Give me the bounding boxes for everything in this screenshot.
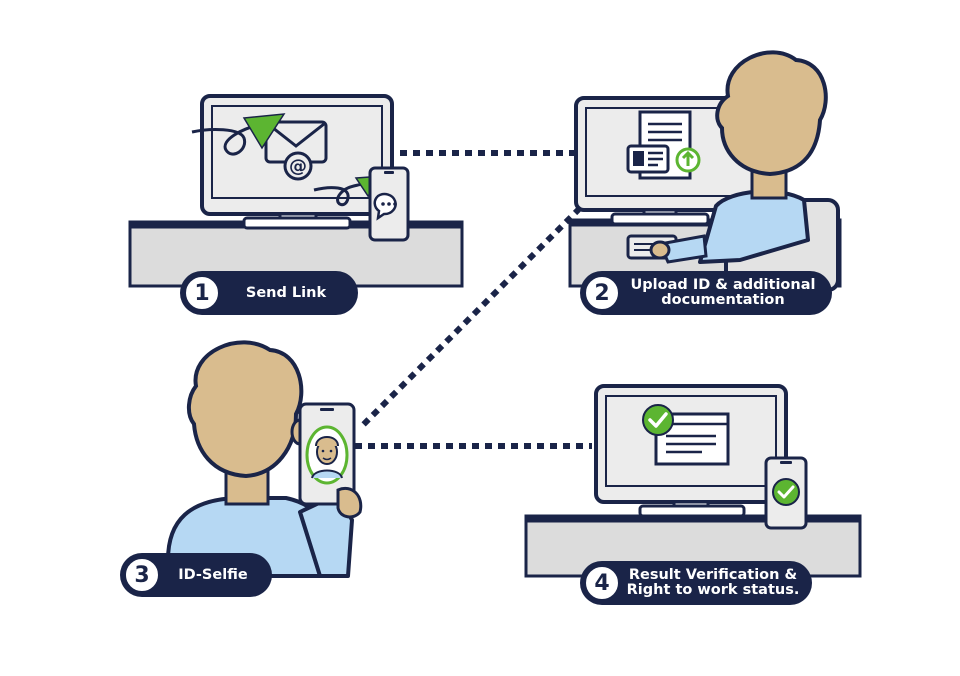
connector-lines bbox=[355, 150, 592, 449]
step-2-number: 2 bbox=[583, 274, 621, 312]
step-3-number: 3 bbox=[123, 556, 161, 594]
step-1-text: Send Link bbox=[245, 284, 327, 301]
chat-icon bbox=[373, 192, 397, 221]
step-2-text: Upload ID & additional documentation bbox=[626, 271, 820, 315]
step-1-number: 1 bbox=[183, 274, 221, 312]
step-3-text: ID-Selfie bbox=[178, 566, 248, 583]
step-2-illustration bbox=[568, 50, 842, 292]
step-1-illustration: @ bbox=[128, 94, 464, 288]
step-4-illustration bbox=[524, 384, 862, 578]
step-2-label: 2 Upload ID & additional documentation bbox=[580, 271, 832, 315]
email-icon: @ bbox=[264, 120, 328, 181]
step-4-label: 4 Result Verification & Right to work st… bbox=[580, 561, 812, 605]
checkmark-icon bbox=[642, 404, 674, 436]
step-4-number: 4 bbox=[583, 564, 621, 602]
step-1-label: 1 Send Link bbox=[180, 271, 358, 315]
upload-icon bbox=[675, 147, 701, 173]
face-icon bbox=[305, 425, 349, 485]
phone-1 bbox=[368, 166, 410, 242]
step-4-text-line2: Right to work status. bbox=[626, 582, 800, 598]
svg-text:@: @ bbox=[289, 156, 307, 177]
step-3-illustration bbox=[166, 340, 363, 578]
step-2-text-line1: Upload ID & additional bbox=[630, 277, 816, 293]
id-card-icon bbox=[626, 144, 670, 174]
checkmark-icon-phone bbox=[772, 478, 800, 506]
step-2-text-line2: documentation bbox=[661, 292, 785, 308]
step-3-label: 3 ID-Selfie bbox=[120, 553, 272, 597]
step-4-text: Result Verification & Right to work stat… bbox=[626, 561, 800, 605]
paper-plane-icon bbox=[191, 113, 286, 156]
step-4-text-line1: Result Verification & bbox=[628, 567, 798, 583]
